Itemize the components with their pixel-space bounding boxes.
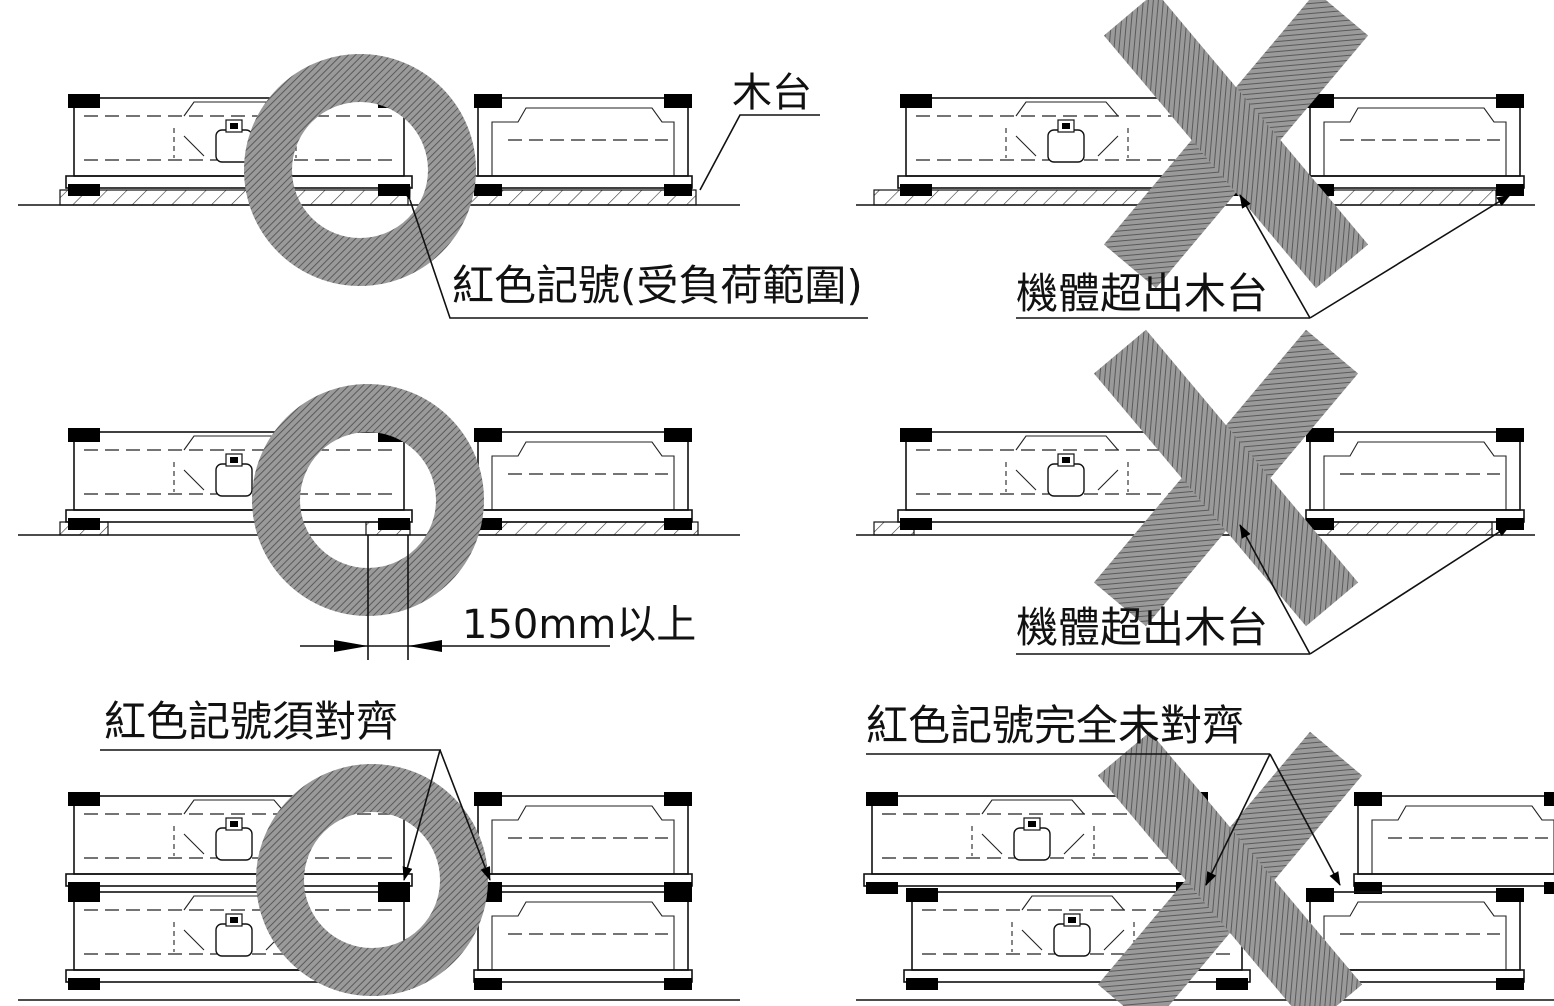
diagram-left-middle: 150mm以上 [18,408,740,660]
ok-circle-icon [280,788,464,972]
diagram-right-top: 機體超出木台 [856,0,1535,319]
unit-exceeds-label-top: 機體超出木台 [1016,269,1268,318]
dimension-150-label: 150mm以上 [462,602,696,648]
red-marks-align-label: 紅色記號須對齊 [104,697,398,746]
ng-x-icon [1103,0,1369,289]
unit-exceeds-label-mid: 機體超出木台 [1016,603,1268,652]
diagram-right-bottom: 紅色記號完全未對齊 [856,701,1554,1006]
diagram-right-middle: 機體超出木台 [856,329,1535,655]
ng-x-icon [1093,329,1359,627]
red-marks-not-aligned-label: 紅色記號完全未對齊 [866,701,1244,750]
red-mark-load-label: 紅色記號(受負荷範圍) [452,261,863,310]
wood-pallet [59,189,409,206]
ok-circle-icon [268,78,452,262]
diagram-left-bottom: 紅色記號須對齊 [18,697,740,1001]
ng-x-icon [1097,731,1363,1006]
wood-pallet-label: 木台 [732,70,812,116]
diagram-left-top: 木台 紅色記號(受負荷範圍) [18,70,868,319]
